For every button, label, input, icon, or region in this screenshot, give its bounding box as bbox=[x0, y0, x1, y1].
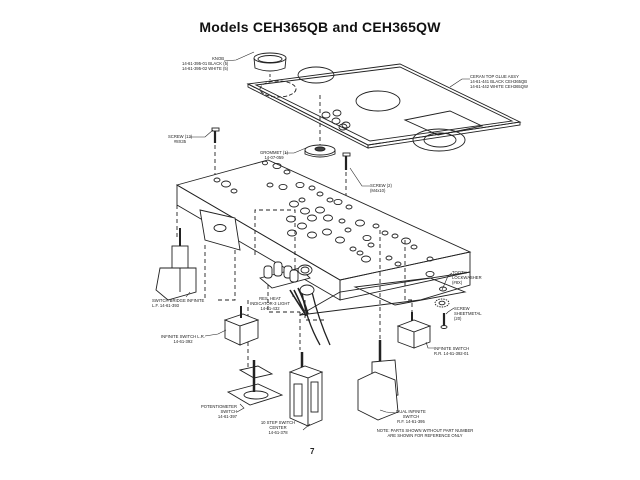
part-number: 14-61-441 BLACK CEH365QB bbox=[470, 79, 528, 84]
part-number: R.F. 14-61-395 bbox=[397, 419, 425, 424]
burner-ring bbox=[259, 80, 297, 98]
label-screw-sheetmetal: SCREW SHEETMETAL (20) bbox=[454, 306, 482, 321]
part-number: 14-61-432 bbox=[260, 306, 280, 311]
tooth-lockwasher-part bbox=[434, 286, 450, 329]
label-screw-right: SCREW (2) (M4x10) bbox=[370, 183, 392, 193]
part-number: (#8X) bbox=[452, 280, 463, 285]
potentiometer-switch-part bbox=[226, 360, 284, 406]
switch-bridge-infinite-part bbox=[155, 228, 197, 301]
label-name: INFINITE SWITCH L.R. bbox=[161, 334, 205, 339]
part-number: (M4x10) bbox=[370, 188, 386, 193]
chassis-box bbox=[175, 159, 472, 316]
part-number: L.F. 14-61-393 bbox=[152, 303, 180, 308]
step-switch-part bbox=[288, 352, 324, 427]
part-number: R.R. 14-61-392-01 bbox=[434, 351, 469, 356]
label-name: DUAL INFINITE bbox=[396, 409, 426, 414]
part-number: 14-61-442 WHITE CEH365QW bbox=[470, 84, 528, 89]
part-number: 14-61-392 bbox=[173, 339, 193, 344]
infinite-switch-lr-part bbox=[223, 306, 260, 346]
label-grommet: GROMMET (1) 14-07-059 bbox=[259, 150, 289, 160]
page-number: 7 bbox=[310, 447, 315, 456]
label-dual-infinite-switch: DUAL INFINITE SWITCH R.F. 14-61-395 bbox=[394, 409, 428, 424]
reference-note: NOTE: PARTS SHOWN WITHOUT PART NUMBER AR… bbox=[370, 428, 480, 438]
grommet-part bbox=[304, 95, 336, 158]
part-number: (20) bbox=[454, 316, 462, 321]
note-line: NOTE: PARTS SHOWN WITHOUT PART NUMBER bbox=[376, 428, 474, 433]
label-name: RES. HEAT bbox=[259, 296, 281, 301]
label-name: SCREW (12) bbox=[168, 134, 193, 139]
knob-part bbox=[253, 52, 287, 80]
control-window bbox=[403, 110, 484, 136]
label-ceran-top: CERAN TOP GLUE ASSY 14-61-441 BLACK CEH3… bbox=[470, 74, 528, 89]
diagram-title: Models CEH365QB and CEH365QW bbox=[199, 19, 441, 35]
part-number: CENTER bbox=[269, 425, 287, 430]
ceran-top-glass bbox=[246, 63, 522, 152]
label-name: SCREW SHEETMETAL bbox=[454, 306, 482, 316]
part-number: 14-61-378 bbox=[268, 430, 288, 435]
label-res-heat-indicator: RES. HEAT INDICATOR-3 LIGHT 14-61-432 bbox=[248, 296, 292, 311]
label-infinite-switch-rr: INFINITE SWITCH R.R. 14-61-392-01 bbox=[434, 346, 469, 356]
label-switch-bridge-infinite: SWITCH BRIDGE INFINITE L.F. 14-61-393 bbox=[152, 298, 204, 308]
label-name: CERAN TOP GLUE ASSY bbox=[470, 74, 519, 79]
label-name: KNOB bbox=[212, 56, 224, 61]
label-name: SWITCH BRIDGE INFINITE bbox=[152, 298, 205, 303]
label-potentiometer-switch: POTENTIOMETER SWITCH 14-61-397 bbox=[190, 404, 237, 419]
label-tooth-lockwasher: TOOTH LOCKWASHER (#8X) bbox=[452, 270, 482, 285]
label-name: INFINITE SWITCH bbox=[434, 346, 470, 351]
burner-ring bbox=[297, 66, 335, 84]
part-number: 14-61-397 bbox=[217, 414, 237, 419]
chassis-holes bbox=[213, 160, 435, 278]
label-name: SCREW (2) bbox=[370, 183, 392, 188]
part-number: 14-61-395-01 BLACK (5) bbox=[182, 61, 229, 66]
indicator-light-assembly bbox=[259, 261, 331, 346]
part-number: SWITCH bbox=[220, 409, 237, 414]
label-leaders bbox=[185, 51, 470, 431]
label-infinite-switch-lr: INFINITE SWITCH L.R. 14-61-392 bbox=[160, 334, 206, 344]
dual-infinite-switch-part bbox=[357, 340, 399, 421]
infinite-switch-rr-part bbox=[396, 312, 432, 349]
part-number: SWITCH bbox=[402, 414, 420, 419]
label-name: 10 STEP SWITCH bbox=[260, 420, 296, 425]
label-screw-left: SCREW (12) #8X35 bbox=[168, 134, 192, 144]
burner-ring bbox=[355, 90, 401, 112]
burner-ring bbox=[412, 128, 466, 152]
label-name: GROMMET (1) bbox=[259, 150, 289, 155]
part-number: 14-61-395-02 WHITE (5) bbox=[182, 66, 229, 71]
part-number: INDICATOR-3 LIGHT bbox=[250, 301, 290, 306]
label-name: TOOTH LOCKWASHER bbox=[452, 270, 482, 280]
part-number: 14-07-059 bbox=[264, 155, 284, 160]
part-number: #8X35 bbox=[173, 139, 187, 144]
label-name: POTENTIOMETER bbox=[200, 404, 237, 409]
label-knob: KNOB 14-61-395-01 BLACK (5) 14-61-395-02… bbox=[182, 56, 229, 71]
note-line: ARE SHOWN FOR REFERENCE ONLY bbox=[387, 433, 463, 438]
label-step-switch: 10 STEP SWITCH CENTER 14-61-378 bbox=[252, 420, 304, 435]
